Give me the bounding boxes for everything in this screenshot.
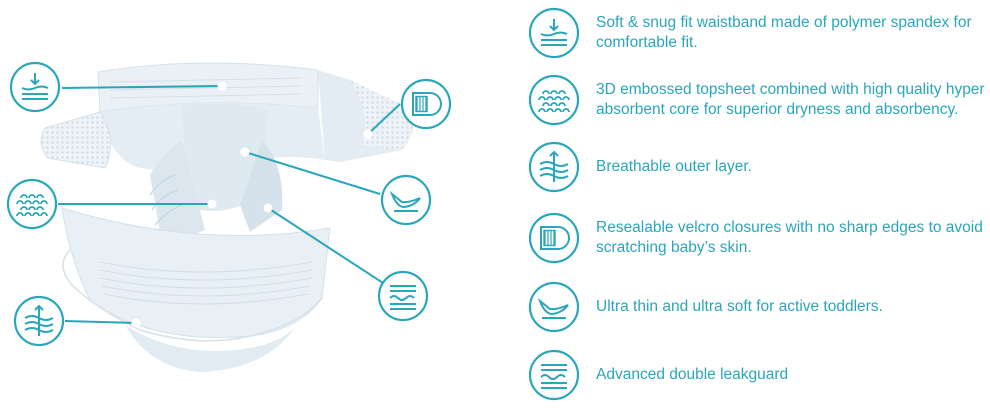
- feature-text: Resealable velcro closures with no sharp…: [596, 219, 983, 256]
- feature-text: Soft & snug fit waistband made of polyme…: [596, 14, 972, 51]
- embossed-topsheet-icon: [528, 74, 580, 126]
- callout-icon-waistband: [9, 61, 61, 113]
- feature-thin-soft: Ultra thin and ultra soft for active tod…: [528, 281, 988, 333]
- feature-waistband: Soft & snug fit waistband made of polyme…: [528, 7, 988, 59]
- callout-icon-topsheet: [6, 178, 58, 230]
- feature-text: Ultra thin and ultra soft for active tod…: [596, 298, 883, 315]
- leakguard-icon: [528, 349, 580, 401]
- diaper-graphic: [40, 62, 414, 372]
- feature-text: Advanced double leakguard: [596, 366, 789, 383]
- feature-leakguard: Advanced double leakguard: [528, 349, 988, 401]
- diaper-illustration: [6, 61, 452, 372]
- feature-list: Soft & snug fit waistband made of polyme…: [528, 0, 988, 410]
- velcro-tab-icon: [528, 212, 580, 264]
- left-side-tab: [40, 111, 111, 169]
- feature-velcro: Resealable velcro closures with no sharp…: [528, 212, 988, 264]
- breathable-layer-icon: [528, 141, 580, 193]
- callout-icon-breathable: [13, 295, 65, 347]
- feature-outer-layer: Breathable outer layer.: [528, 141, 988, 193]
- feather-icon: [528, 281, 580, 333]
- feature-text: Breathable outer layer.: [596, 158, 752, 175]
- callout-icon-leakguard: [377, 270, 429, 322]
- callout-icon-velcro: [400, 78, 452, 130]
- callout-lines: [58, 85, 401, 324]
- callout-dots: [131, 81, 373, 328]
- feature-topsheet: 3D embossed topsheet combined with high …: [528, 74, 988, 126]
- waistband-icon: [528, 7, 580, 59]
- feature-text: 3D embossed topsheet combined with high …: [596, 81, 985, 118]
- callout-icon-feather: [380, 174, 432, 226]
